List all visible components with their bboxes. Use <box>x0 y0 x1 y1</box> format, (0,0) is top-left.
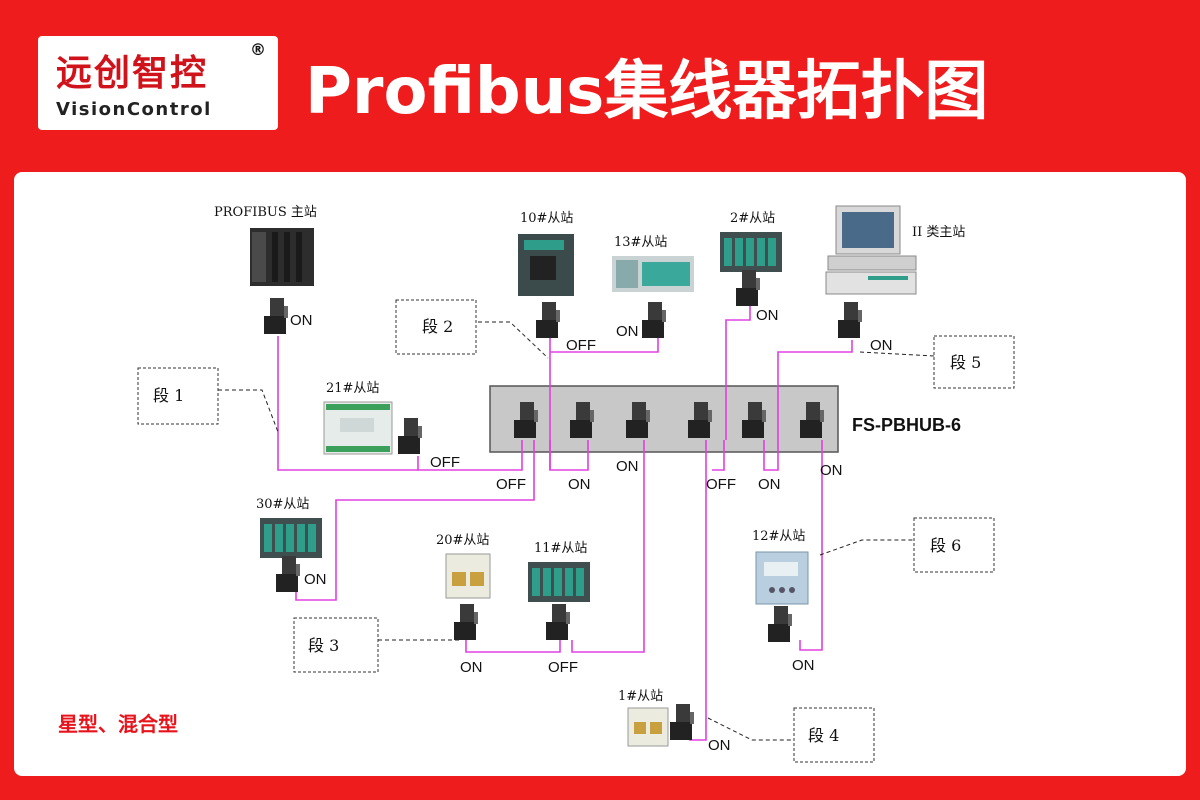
station-30-label: 30#从站 <box>256 497 309 512</box>
station-30-switch-state: ON <box>304 571 327 588</box>
segment-6-box <box>913 517 995 573</box>
station-13-switch-state: ON <box>616 323 639 340</box>
segment-4-label: 段 4 <box>808 726 839 745</box>
brand-logo: 远创智控 ® VisionControl <box>38 36 278 130</box>
station-21-switch-state: OFF <box>430 454 460 471</box>
station-10-switch-state: OFF <box>566 337 596 354</box>
class2-master-switch-state: ON <box>870 337 893 354</box>
station-11-device <box>528 562 590 602</box>
station-13-device <box>612 256 694 292</box>
station-12-label: 12#从站 <box>752 529 805 544</box>
hub-port-3-state: ON <box>616 458 639 475</box>
registered-mark: ® <box>250 40 266 59</box>
segment-2-label: 段 2 <box>422 317 453 336</box>
station-20-device <box>445 553 491 599</box>
station-12-plug <box>768 606 792 642</box>
diagram-panel <box>14 172 1186 776</box>
station-30-device <box>260 518 322 558</box>
station-21-device <box>323 401 393 455</box>
station-11-switch-state: OFF <box>548 659 578 676</box>
segment-5-label: 段 5 <box>950 353 981 372</box>
class2-master-plug <box>838 302 862 338</box>
station-30-plug <box>276 556 300 592</box>
hub-label: FS-PBHUB-6 <box>852 415 961 435</box>
station-21-label: 21#从站 <box>326 381 379 396</box>
logo-chinese: 远创智控 <box>56 53 209 94</box>
hub-body <box>489 385 839 453</box>
station-1-label: 1#从站 <box>618 689 663 704</box>
station-20-label: 20#从站 <box>436 533 489 548</box>
station-12-switch-state: ON <box>792 657 815 674</box>
segment-6-label: 段 6 <box>930 536 961 555</box>
station-10-label: 10#从站 <box>520 211 573 226</box>
hub-port-6-state: ON <box>820 462 843 479</box>
station-1-device <box>627 707 669 747</box>
hub-port-5-state: ON <box>758 476 781 493</box>
segment-pointer-lines <box>218 321 935 741</box>
logo-english: VisionControl <box>56 99 212 120</box>
segment-1-label: 段 1 <box>153 386 184 405</box>
master-device <box>250 228 314 286</box>
hub-port-4-state: OFF <box>706 476 736 493</box>
station-10-device <box>518 234 574 296</box>
station-2-label: 2#从站 <box>730 211 775 226</box>
hub-port-2-state: ON <box>568 476 591 493</box>
station-11-label: 11#从站 <box>534 541 587 556</box>
segment-2-box <box>395 299 477 355</box>
class2-master-device <box>825 205 917 295</box>
station-20-switch-state: ON <box>460 659 483 676</box>
master-label: PROFIBUS 主站 <box>214 205 317 220</box>
master-switch-state: ON <box>290 312 313 329</box>
segment-5-box <box>933 335 1015 389</box>
station-20-plug <box>454 604 478 640</box>
hub-port-1-state: OFF <box>496 476 526 493</box>
station-2-device <box>720 232 782 272</box>
segment-1-box <box>137 367 219 425</box>
station-13-plug <box>642 302 666 338</box>
station-2-plug <box>736 270 760 306</box>
page-title: Profibus集线器拓扑图 <box>305 55 989 129</box>
class2-master-label: II 类主站 <box>912 225 965 240</box>
segment-3-label: 段 3 <box>308 636 339 655</box>
station-2-switch-state: ON <box>756 307 779 324</box>
station-1-switch-state: ON <box>708 737 731 754</box>
station-21-plug <box>398 418 422 454</box>
station-1-plug <box>670 704 694 740</box>
segment-4-box <box>793 707 875 763</box>
topology-caption: 星型、混合型 <box>58 712 178 736</box>
station-13-label: 13#从站 <box>614 235 667 250</box>
master-plug <box>264 298 288 334</box>
station-12-device <box>755 551 809 605</box>
segment-3-box <box>293 617 379 673</box>
station-11-plug <box>546 604 570 640</box>
station-10-plug <box>536 302 560 338</box>
